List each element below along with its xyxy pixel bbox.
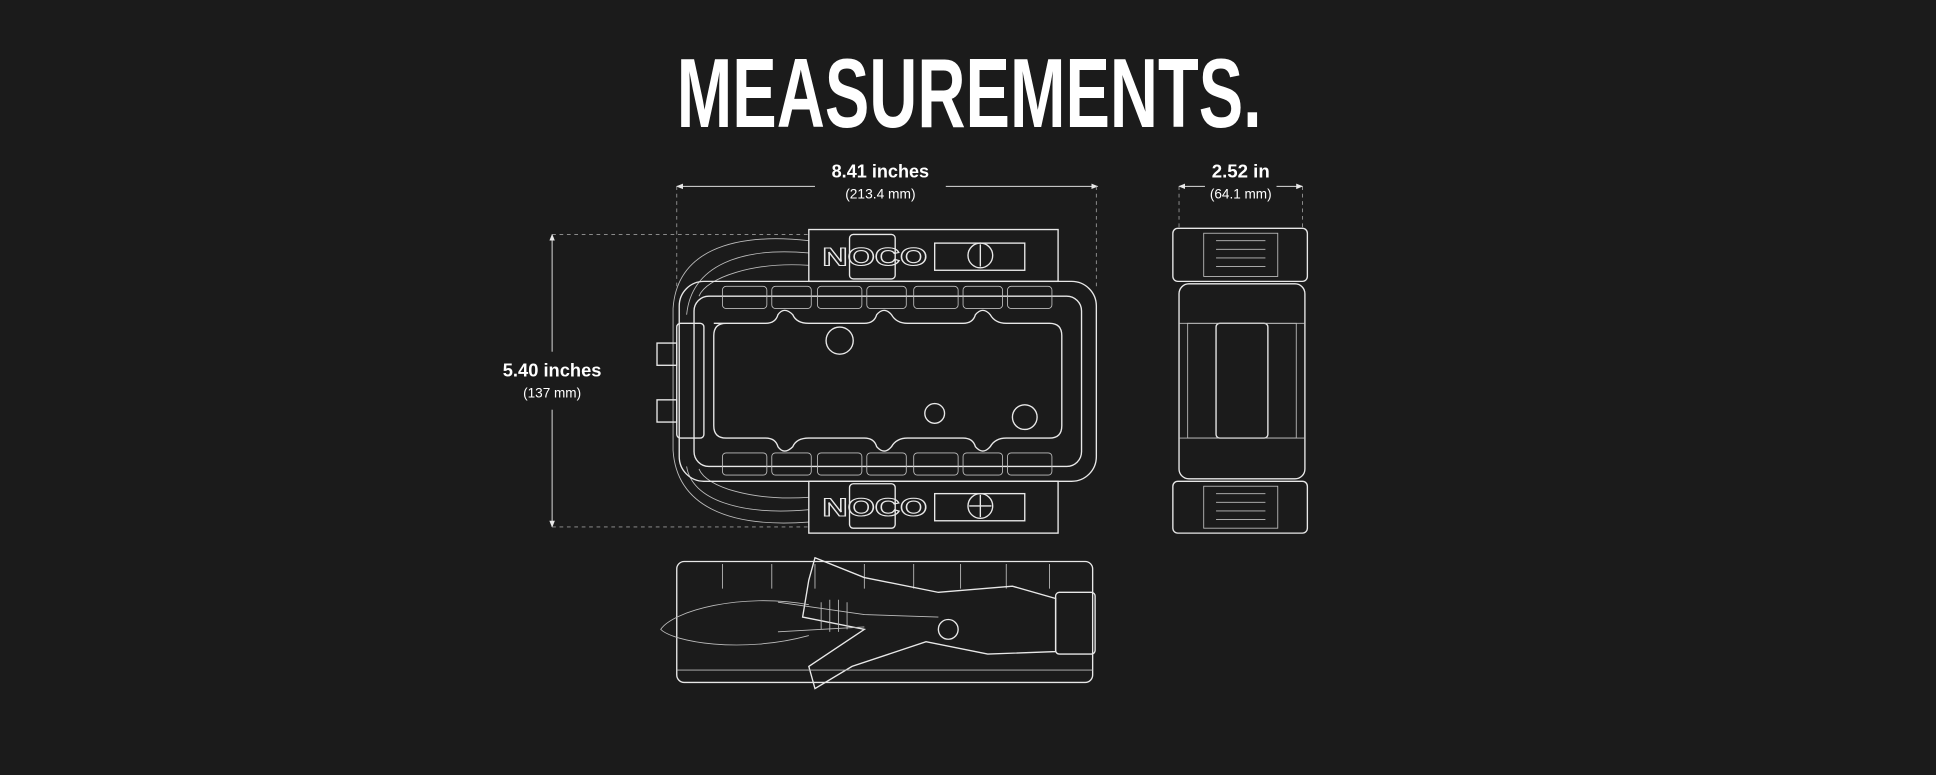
grip-tabs-top: [721, 285, 1053, 309]
height-dimension: 5.40 inches (137 mm): [503, 233, 809, 528]
noco-logo: NOCO: [822, 244, 927, 271]
width-metric: (64.1 mm): [1210, 187, 1272, 203]
device-top-view: NOCO NOCO: [656, 228, 1098, 534]
height-metric: (137 mm): [523, 385, 581, 401]
grip-tabs-bottom: [721, 452, 1053, 476]
clamp-bottom: NOCO: [808, 480, 1059, 534]
width-imperial: 2.52 in: [1212, 161, 1270, 182]
noco-logo: NOCO: [822, 495, 927, 522]
length-dimension: 8.41 inches (213.4 mm): [676, 161, 1099, 287]
device-front-view: [660, 556, 1096, 690]
height-imperial: 5.40 inches: [503, 359, 602, 380]
width-dimension: 2.52 in (64.1 mm): [1178, 161, 1304, 230]
length-imperial: 8.41 inches: [832, 161, 929, 182]
clamp-top: NOCO: [808, 228, 1059, 283]
device-side-view: [1172, 227, 1309, 534]
page-title: MEASUREMENTS.: [677, 38, 1262, 148]
length-metric: (213.4 mm): [845, 187, 915, 203]
